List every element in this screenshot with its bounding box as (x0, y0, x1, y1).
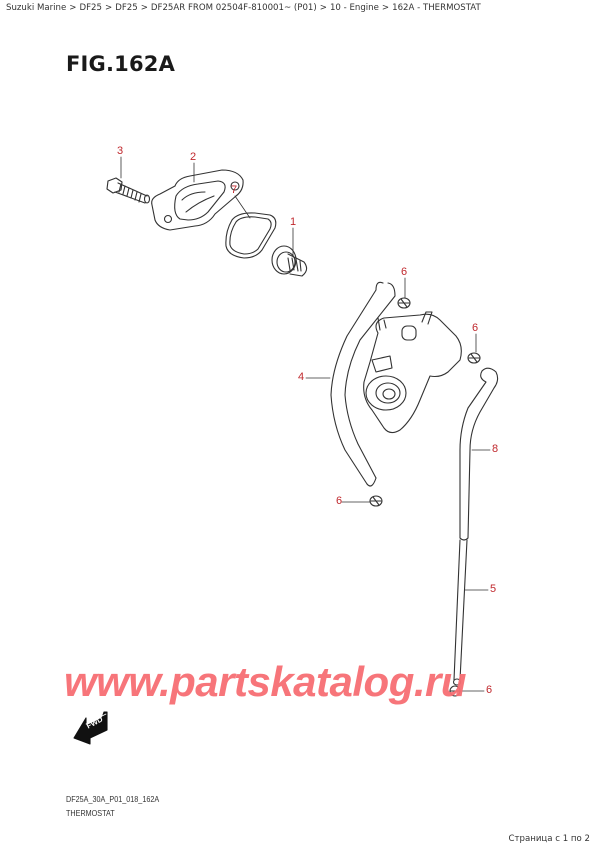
callout-3[interactable]: 3 (117, 145, 124, 157)
thermostat-housing (363, 311, 462, 434)
leader-lines (120, 156, 491, 692)
breadcrumb-item[interactable]: DF25 (79, 3, 103, 13)
clamp-part-6-b[interactable] (467, 352, 481, 364)
hose-part-4[interactable] (330, 281, 396, 487)
callout-2[interactable]: 2 (190, 151, 197, 163)
callout-1[interactable]: 1 (290, 216, 297, 228)
breadcrumb: Suzuki Marine>DF25>DF25>DF25AR FROM 0250… (6, 3, 481, 13)
callout-5[interactable]: 5 (490, 583, 497, 595)
figure-code: DF25A_30A_P01_018_162A (66, 794, 160, 804)
hose-part-8[interactable] (459, 367, 499, 541)
bolt-part-3[interactable] (106, 177, 151, 204)
gasket-part-7[interactable] (225, 212, 277, 259)
thermostat-part-1[interactable] (271, 245, 308, 277)
callout-6[interactable]: 6 (472, 322, 479, 334)
callout-6[interactable]: 6 (486, 684, 493, 696)
callout-6[interactable]: 6 (336, 495, 343, 507)
breadcrumb-item[interactable]: Suzuki Marine (6, 3, 67, 13)
hose-part-5[interactable] (452, 539, 468, 686)
figure-name: THERMOSTAT (66, 808, 115, 818)
callout-6[interactable]: 6 (401, 266, 408, 278)
page-indicator: Страница с 1 по 2 (508, 834, 590, 844)
breadcrumb-item[interactable]: DF25 (115, 3, 138, 13)
breadcrumb-item[interactable]: DF25AR FROM 02504F-810001~ (P01) (150, 3, 317, 13)
thermostat-cover-part-2[interactable] (151, 169, 244, 231)
watermark: www.partskatalog.ru (64, 658, 467, 705)
figure-title: FIG.162A (66, 52, 176, 76)
callout-4[interactable]: 4 (298, 371, 305, 383)
clamp-part-6-c[interactable] (369, 495, 383, 507)
clamp-part-6-a[interactable] (397, 297, 411, 309)
breadcrumb-current: 162A - THERMOSTAT (392, 3, 481, 13)
callout-7[interactable]: 7 (231, 184, 238, 196)
fwd-arrow-icon (73, 711, 108, 745)
breadcrumb-item[interactable]: 10 - Engine (329, 3, 379, 13)
callout-8[interactable]: 8 (492, 443, 499, 455)
